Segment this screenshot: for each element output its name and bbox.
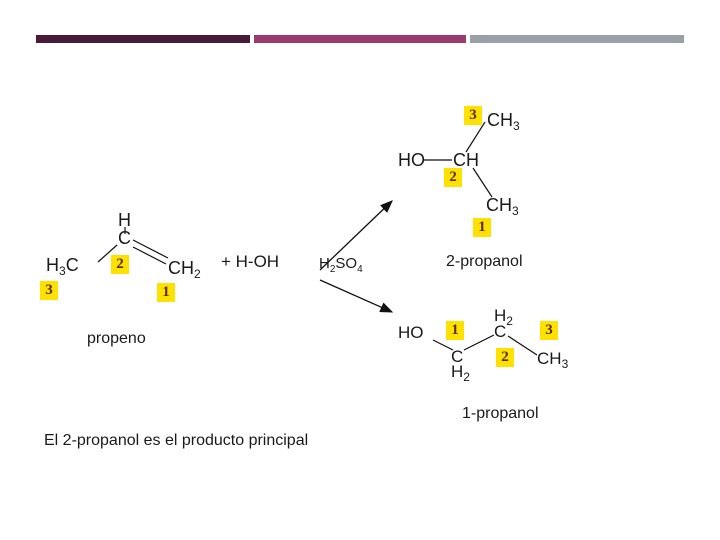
- header-bar-gray: [470, 35, 684, 43]
- propene-h3c: H3C: [46, 255, 79, 278]
- propene-h: H: [118, 210, 131, 230]
- carbon-number-badge: 3: [464, 106, 482, 125]
- bond-ch-ch3-bottom: [472, 167, 493, 198]
- carbon-number-badge: 1: [446, 321, 464, 340]
- arrow-down: [319, 279, 394, 313]
- propene-c: C: [118, 228, 131, 248]
- arrow-up: [319, 200, 393, 271]
- 2-propanol-ho: HO: [398, 150, 425, 170]
- bond-double-1: [132, 239, 169, 259]
- 1-propanol-c-bottom: C: [451, 347, 464, 366]
- carbon-number-badge: 3: [540, 321, 558, 340]
- carbon-number-badge: 1: [157, 283, 175, 302]
- carbon-number-badge: 2: [444, 168, 462, 187]
- propene-ch2: CH2: [168, 258, 201, 281]
- carbon-number-badge: 1: [473, 218, 491, 237]
- 1-propanol-ho: HO: [398, 323, 424, 342]
- 2-propanol-name: 2-propanol: [446, 253, 523, 270]
- 1-propanol-c-top: C: [494, 322, 507, 341]
- 2-propanol-ch3-bottom: CH3: [486, 195, 519, 218]
- header-bar-dark: [36, 35, 250, 43]
- carbon-number-badge: 3: [40, 281, 58, 300]
- carbon-number-badge: 2: [111, 255, 129, 274]
- 2-propanol-ch: CH: [453, 150, 479, 170]
- bond-c-c: [463, 334, 495, 351]
- header-bar-magenta: [254, 35, 466, 43]
- bond-c-ch3: [507, 335, 538, 356]
- 1-propanol-h2-bottom: H2: [451, 362, 470, 384]
- carbon-number-badge: 2: [496, 348, 514, 367]
- 1-propanol-name: 1-propanol: [462, 405, 539, 422]
- 1-propanol-h2-top: H2: [494, 306, 513, 328]
- bond-ch3-c: [97, 244, 118, 263]
- 1-propanol-ch3: CH3: [537, 349, 569, 371]
- bond-ho-c: [432, 339, 454, 351]
- bond-ch-ch3-top: [465, 121, 486, 153]
- conclusion-text: El 2-propanol es el producto principal: [44, 432, 309, 449]
- catalyst-h2so4: H2SO4: [319, 255, 363, 275]
- water-reagent: + H-OH: [221, 252, 280, 271]
- propene-name: propeno: [87, 330, 146, 347]
- bond-double-2: [132, 246, 167, 265]
- 2-propanol-ch3-top: CH3: [487, 110, 520, 133]
